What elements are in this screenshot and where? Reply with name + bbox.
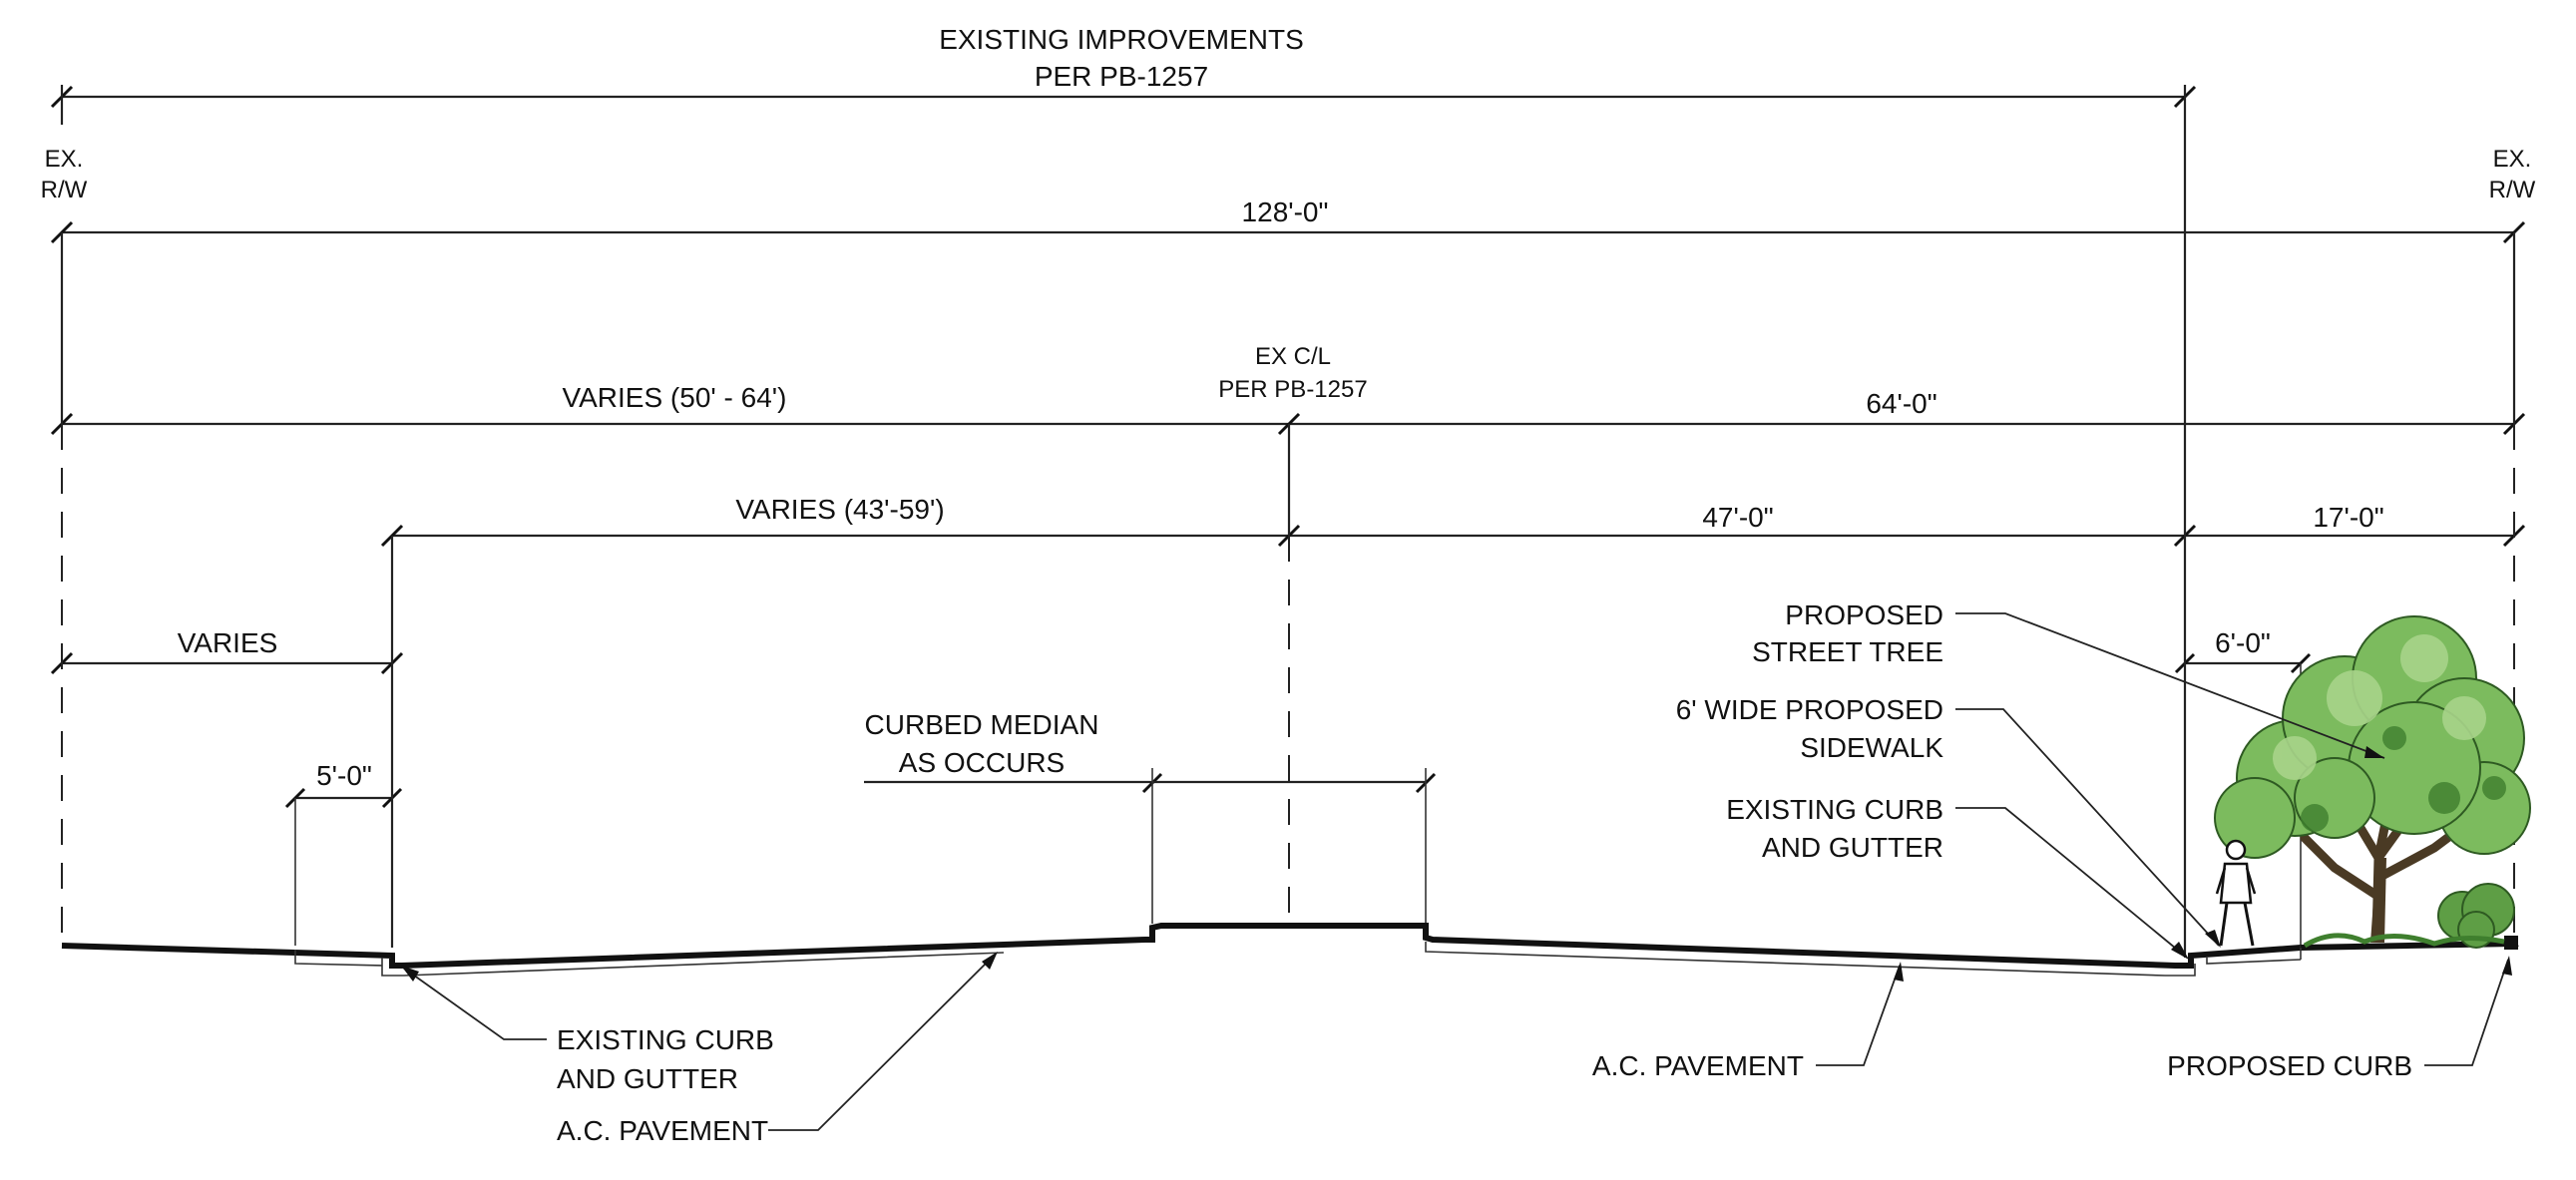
- right-sidewalk-width-label: 6'-0": [2215, 627, 2271, 658]
- right-half-width-label: 64'-0": [1866, 388, 1936, 419]
- existing-improvements-dimension: EXISTING IMPROVEMENTS PER PB-1257: [50, 24, 2197, 125]
- existing-improvements-label: EXISTING IMPROVEMENTS: [939, 24, 1304, 55]
- ground-profile: [61, 923, 2519, 977]
- left-half-width-label: VARIES (50' - 64'): [563, 382, 787, 413]
- ac-pavement-right-callout: A.C. PAVEMENT: [1592, 962, 1904, 1081]
- proposed-sidewalk-label-line1: 6' WIDE PROPOSED: [1676, 694, 1943, 725]
- extension-lines: [60, 85, 2516, 958]
- right-parkway-width-label: 17'-0": [2313, 502, 2383, 533]
- existing-curb-left-label-line1: EXISTING CURB: [557, 1024, 774, 1055]
- existing-curb-right-label-line1: EXISTING CURB: [1726, 794, 1943, 825]
- left-parkway-dimension: VARIES: [50, 627, 404, 675]
- left-sidewalk-dimension: 5'-0": [284, 760, 403, 946]
- existing-curb-right-label-line2: AND GUTTER: [1762, 832, 1943, 863]
- proposed-curb-callout: PROPOSED CURB: [2167, 956, 2512, 1081]
- existing-curb-left-callout: EXISTING CURB AND GUTTER: [401, 966, 774, 1094]
- existing-curb-right-callout: EXISTING CURB AND GUTTER: [1726, 794, 2189, 960]
- proposed-tree-label-line2: STREET TREE: [1752, 636, 1943, 667]
- half-width-dimension: VARIES (50' - 64') 64'-0": [50, 382, 2526, 436]
- ac-pavement-left-label: A.C. PAVEMENT: [557, 1115, 768, 1146]
- proposed-sidewalk-callout: 6' WIDE PROPOSED SIDEWALK: [1676, 694, 2221, 948]
- centerline-label-line1: EX C/L: [1255, 343, 1331, 370]
- existing-curb-left-label-line2: AND GUTTER: [557, 1063, 738, 1094]
- roadway-width-dimension: VARIES (43'-59') 47'-0" 17'-0": [380, 494, 2526, 548]
- shrub-icon: [2303, 883, 2515, 949]
- overall-width-label: 128'-0": [1242, 197, 1329, 227]
- proposed-curb-label: PROPOSED CURB: [2167, 1050, 2412, 1081]
- proposed-sidewalk-label-line2: SIDEWALK: [1800, 732, 1943, 763]
- left-sidewalk-width-label: 5'-0": [316, 760, 372, 791]
- ex-rw-right-line2: R/W: [2489, 177, 2536, 203]
- ac-pavement-right-label: A.C. PAVEMENT: [1592, 1050, 1804, 1081]
- centerline-label-line2: PER PB-1257: [1218, 376, 1367, 403]
- centerline-label: EX C/L PER PB-1257: [1218, 343, 1367, 403]
- proposed-street-tree-callout: PROPOSED STREET TREE: [1752, 599, 2385, 759]
- ex-rw-left-line2: R/W: [41, 177, 88, 203]
- existing-improvements-ref: PER PB-1257: [1035, 61, 1208, 92]
- street-tree-icon: [2214, 615, 2531, 943]
- right-roadway-width-label: 47'-0": [1702, 502, 1773, 533]
- median-label-line2: AS OCCURS: [899, 747, 1065, 778]
- ac-pavement-left-callout: A.C. PAVEMENT: [557, 952, 998, 1146]
- overall-width-dimension: 128'-0": [50, 197, 2526, 244]
- pedestrian-icon: [2215, 839, 2257, 947]
- median-dimension: CURBED MEDIAN AS OCCURS: [864, 709, 1437, 924]
- left-roadway-width-label: VARIES (43'-59'): [735, 494, 944, 525]
- rw-labels: EX. R/W EX. R/W: [41, 146, 2536, 203]
- left-parkway-width-label: VARIES: [178, 627, 278, 658]
- proposed-tree-label-line1: PROPOSED: [1785, 599, 1943, 630]
- median-label-line1: CURBED MEDIAN: [865, 709, 1099, 740]
- ex-rw-left-line1: EX.: [45, 146, 84, 173]
- ex-rw-right-line1: EX.: [2493, 146, 2532, 173]
